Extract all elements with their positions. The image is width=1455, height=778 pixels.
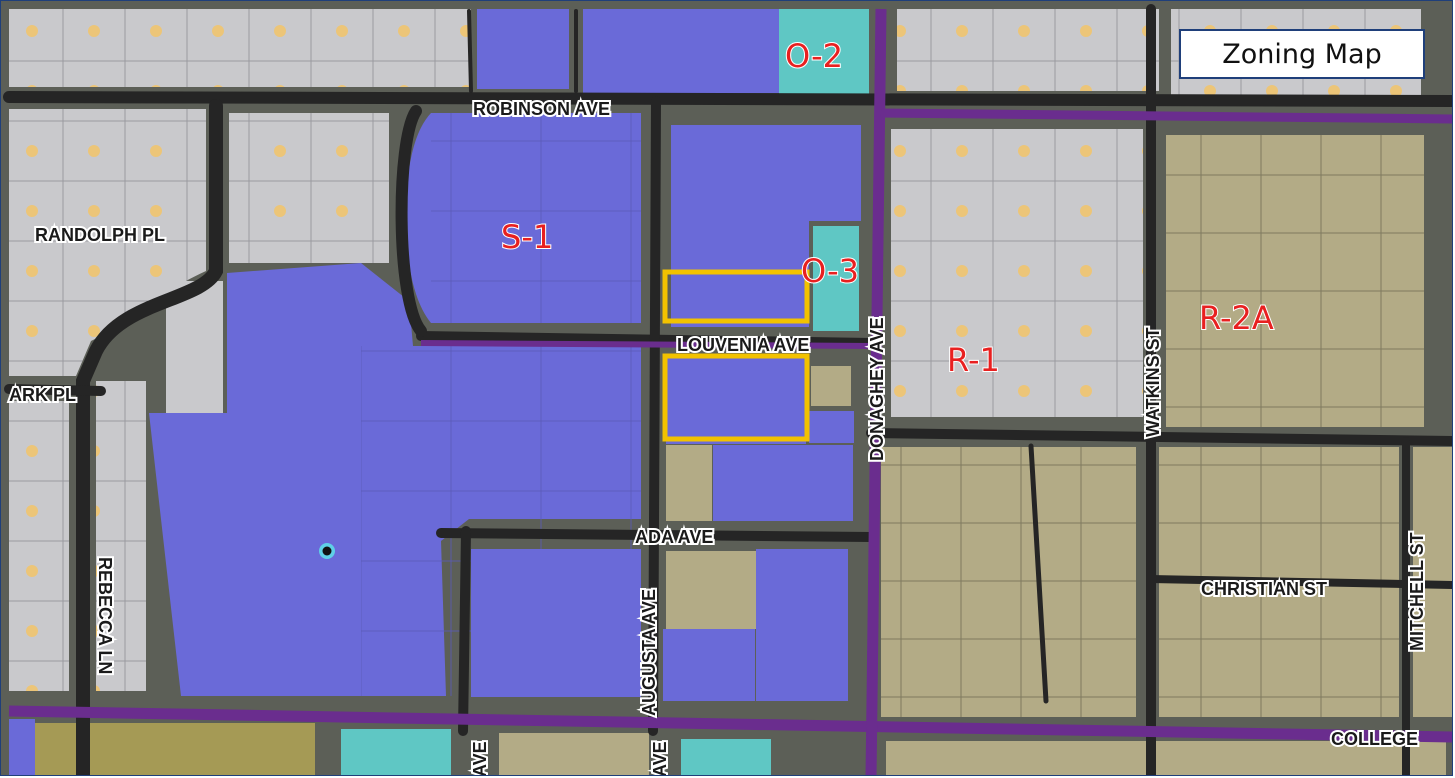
zone-office-areas: [341, 9, 869, 775]
street-label-ave-2: AVE: [650, 741, 670, 776]
street-label-rebecca: REBECCA LN: [95, 557, 115, 674]
road-network: [3, 4, 1452, 775]
zone-s1-areas: [9, 9, 861, 775]
map-title: Zoning Map: [1179, 29, 1425, 79]
subject-parcels[interactable]: [662, 269, 810, 442]
street-label-college: COLLEGE: [1331, 729, 1418, 749]
zone-r1-areas: [9, 9, 1421, 691]
street-label-robinson: ROBINSON AVE: [473, 99, 610, 119]
zone-label-r2a: R-2A: [1199, 299, 1274, 337]
major-roads: [8, 8, 1452, 775]
street-label-watkins: WATKINS ST: [1143, 327, 1163, 437]
street-label-randolph: RANDOLPH PL: [35, 225, 165, 245]
zone-label-s1: S-1: [501, 218, 553, 256]
zone-label-r1: R-1: [947, 341, 1000, 379]
street-label-ada: ADA AVE: [635, 527, 713, 547]
street-label-ark: ARK PL: [9, 385, 76, 405]
street-label-mitchell: MITCHELL ST: [1407, 532, 1427, 651]
zone-label-o3: O-3: [801, 252, 859, 290]
street-label-donaghey: DONAGHEY AVE: [867, 317, 887, 461]
street-labels: ROBINSON AVE RANDOLPH PL ARK PL LOUVENIA…: [7, 97, 1429, 776]
zone-label-o2: O-2: [785, 37, 843, 75]
street-label-christian: CHRISTIAN ST: [1201, 579, 1327, 599]
street-label-augusta: AUGUSTA AVE: [639, 589, 659, 716]
zone-labels: O-2 S-1 O-3 R-1 R-2A: [500, 36, 1275, 380]
location-marker-icon[interactable]: [319, 543, 335, 559]
street-label-ave-1: AVE: [470, 741, 490, 776]
street-label-louvenia: LOUVENIA AVE: [677, 335, 809, 355]
